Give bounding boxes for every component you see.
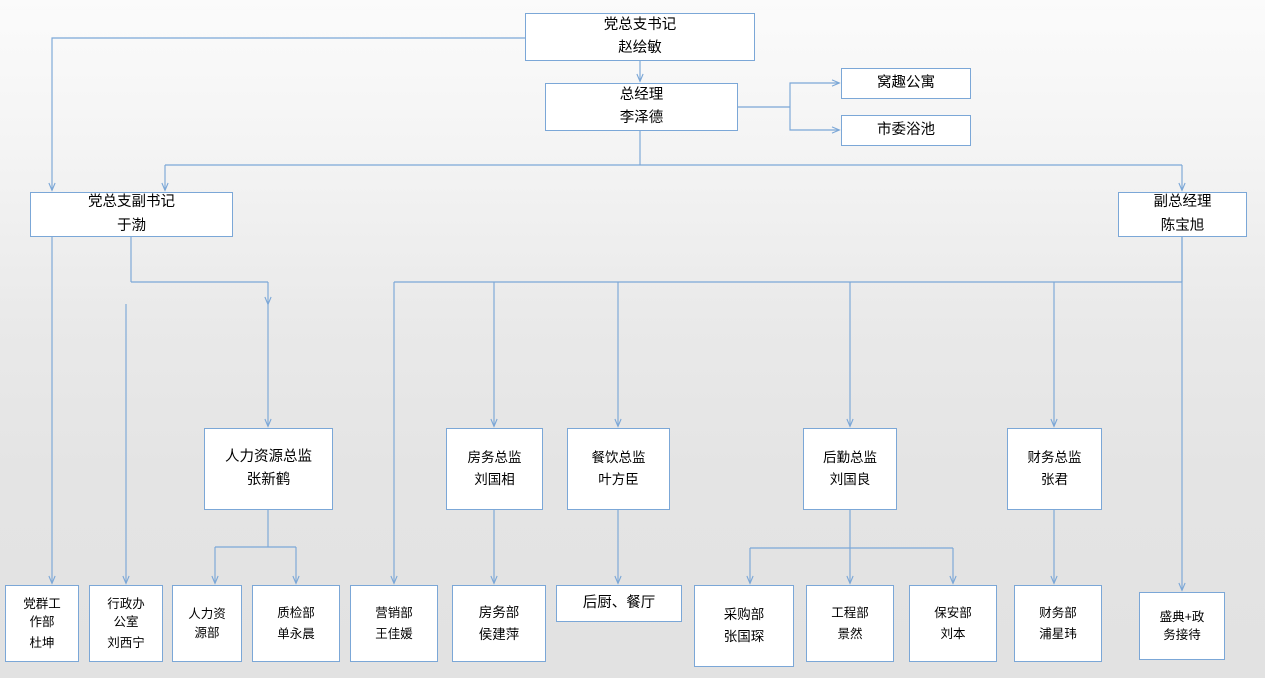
org-node-title: 人力资源总监 <box>225 448 312 465</box>
org-node-title: 后厨、餐厅 <box>582 594 656 611</box>
org-node-n23[interactable]: 盛典+政务接待 <box>1139 592 1225 660</box>
org-node-title: 质检部 <box>277 606 315 621</box>
org-node-n13[interactable]: 行政办公室刘西宁 <box>89 585 163 662</box>
org-node-person: 张国琛 <box>723 629 765 644</box>
org-node-title: 作部 <box>29 615 55 630</box>
org-node-n17[interactable]: 房务部侯建萍 <box>452 585 546 662</box>
org-node-n4[interactable]: 市委浴池 <box>841 115 971 146</box>
org-node-n1[interactable]: 党总支书记赵绘敏 <box>525 13 755 61</box>
org-node-title: 采购部 <box>723 607 765 623</box>
org-node-person: 刘西宁 <box>107 635 145 650</box>
org-node-person: 刘本 <box>940 626 966 641</box>
org-node-title: 营销部 <box>375 606 413 621</box>
org-node-title: 保安部 <box>934 606 972 621</box>
org-node-title: 党总支副书记 <box>88 194 175 211</box>
org-node-person: 叶方臣 <box>598 472 639 487</box>
org-node-n9[interactable]: 餐饮总监叶方臣 <box>567 428 670 510</box>
org-node-title: 党群工 <box>23 597 61 612</box>
org-node-n10[interactable]: 后勤总监刘国良 <box>803 428 897 510</box>
org-node-n3[interactable]: 窝趣公寓 <box>841 68 971 99</box>
org-node-title: 源部 <box>194 625 220 640</box>
org-node-title: 房务部 <box>478 604 520 620</box>
org-node-title: 餐饮总监 <box>591 450 646 466</box>
org-node-n15[interactable]: 质检部单永晨 <box>252 585 340 662</box>
org-node-person: 刘国相 <box>474 472 515 487</box>
org-node-person: 赵绘敏 <box>618 40 662 56</box>
edge-n1-n5 <box>52 37 525 190</box>
org-node-n6[interactable]: 副总经理陈宝旭 <box>1118 192 1247 237</box>
org-node-person: 张君 <box>1041 472 1068 487</box>
org-node-title: 公室 <box>113 615 139 630</box>
org-node-person: 李泽德 <box>619 110 664 126</box>
org-node-title: 务接待 <box>1163 628 1201 642</box>
org-node-n19[interactable]: 采购部张国琛 <box>694 585 794 667</box>
org-node-n5[interactable]: 党总支副书记于渤 <box>30 192 233 237</box>
org-node-person: 景然 <box>837 626 863 641</box>
org-node-person: 杜坤 <box>29 635 55 650</box>
org-node-n11[interactable]: 财务总监张君 <box>1007 428 1102 510</box>
org-node-title: 房务总监 <box>467 450 522 466</box>
org-node-n21[interactable]: 保安部刘本 <box>909 585 997 662</box>
org-node-title: 财务部 <box>1039 606 1077 621</box>
org-node-title: 工程部 <box>831 606 869 621</box>
org-node-person: 陈宝旭 <box>1160 217 1205 234</box>
org-node-n22[interactable]: 财务部浦星玮 <box>1014 585 1102 662</box>
org-node-n18[interactable]: 后厨、餐厅 <box>556 585 682 622</box>
org-node-person: 刘国良 <box>829 472 871 487</box>
org-node-person: 侯建萍 <box>478 626 520 642</box>
org-node-person: 单永晨 <box>277 626 315 641</box>
org-node-n12[interactable]: 党群工作部杜坤 <box>5 585 79 662</box>
org-node-title: 盛典+政 <box>1159 609 1205 624</box>
org-node-n2[interactable]: 总经理李泽德 <box>545 83 738 131</box>
org-node-title: 窝趣公寓 <box>877 74 935 91</box>
org-node-person: 张新鹤 <box>246 472 291 488</box>
edge-n2-n4 <box>789 107 839 130</box>
org-node-title: 财务总监 <box>1027 450 1082 466</box>
org-node-title: 行政办 <box>107 597 145 612</box>
org-node-person: 王佳媛 <box>375 626 413 641</box>
org-node-title: 副总经理 <box>1153 194 1212 211</box>
org-node-n16[interactable]: 营销部王佳媛 <box>350 585 438 662</box>
org-node-title: 总经理 <box>619 86 664 103</box>
org-node-title: 人力资 <box>188 607 226 622</box>
org-node-n8[interactable]: 房务总监刘国相 <box>446 428 543 510</box>
org-node-title: 市委浴池 <box>877 121 935 138</box>
edge-n2-n3 <box>789 83 839 107</box>
org-node-n7[interactable]: 人力资源总监张新鹤 <box>204 428 333 510</box>
org-node-n14[interactable]: 人力资源部 <box>172 585 242 662</box>
org-node-n20[interactable]: 工程部景然 <box>806 585 894 662</box>
org-node-title: 后勤总监 <box>823 450 877 466</box>
org-node-title: 党总支书记 <box>603 16 677 33</box>
org-node-person: 浦星玮 <box>1039 626 1077 641</box>
org-node-person: 于渤 <box>117 217 146 234</box>
